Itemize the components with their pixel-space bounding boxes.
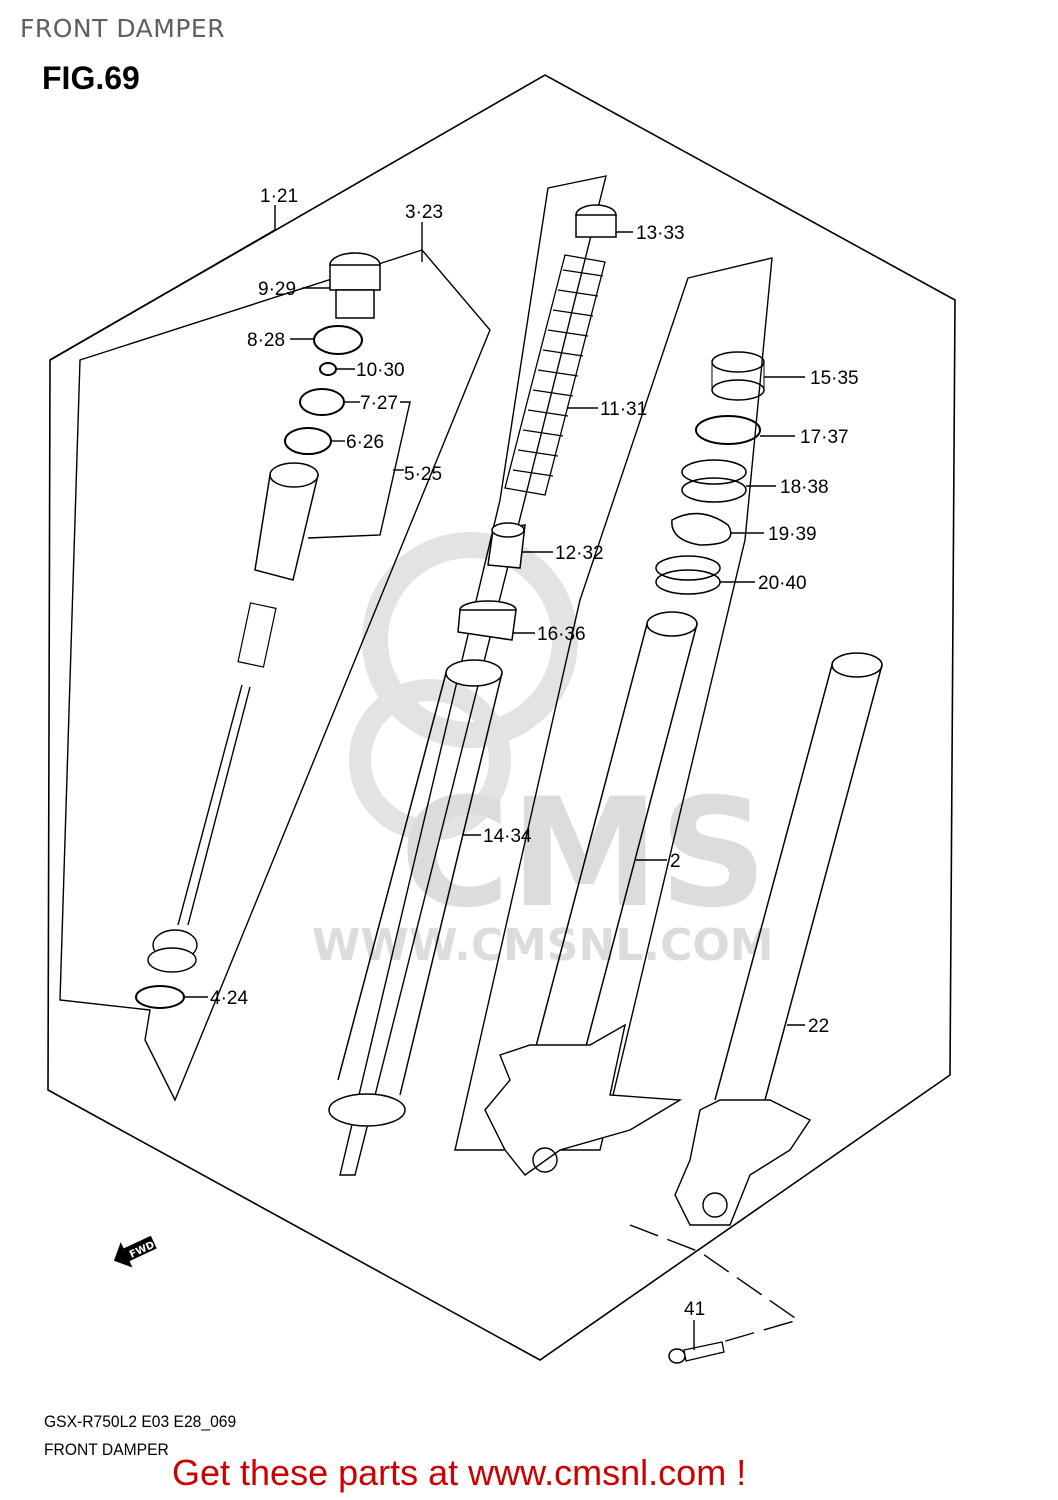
part-seal-ring-upper <box>299 388 345 416</box>
part-cylinder[interactable] <box>254 462 319 581</box>
part-slide-bushing-lower <box>457 600 517 641</box>
assembly-boundary <box>47 74 956 1361</box>
watermark-url: WWW.CMSNL.COM <box>312 920 774 971</box>
group-frame-outer-tube <box>454 257 773 1151</box>
callout-17-37[interactable]: 17·37 <box>800 427 849 448</box>
part-bolt <box>668 1341 725 1364</box>
part-seal-ring-lower <box>284 427 332 455</box>
callout-3-23[interactable]: 3·23 <box>405 202 443 223</box>
page-title: FRONT DAMPER <box>20 14 226 43</box>
figure-number: FIG.69 <box>42 60 140 96</box>
part-oil-seal <box>681 459 747 503</box>
fwd-arrow-icon: FWD <box>113 1235 157 1268</box>
part-upper-bushing <box>711 351 765 401</box>
part-fork-cap-bolt[interactable] <box>329 252 381 319</box>
leader-lines <box>184 205 805 1350</box>
part-inner-tube <box>328 659 503 1127</box>
callout-9-29[interactable]: 9·29 <box>258 279 296 300</box>
callout-4-24[interactable]: 4·24 <box>210 988 248 1009</box>
part-seal-washer <box>695 415 761 445</box>
group-frame-spring <box>339 175 607 1176</box>
part-stopper-ring <box>671 512 732 546</box>
callout-41[interactable]: 41 <box>684 1299 705 1320</box>
part-o-ring <box>313 325 363 355</box>
callout-22[interactable]: 22 <box>808 1016 829 1037</box>
part-rod-ring <box>135 985 185 1009</box>
callout-2[interactable]: 2 <box>670 851 681 872</box>
part-outer-tube-right <box>674 652 883 1226</box>
callout-5-25[interactable]: 5·25 <box>404 464 442 485</box>
callout-11-31[interactable]: 11·31 <box>600 399 647 420</box>
watermark: CMS WWW.CMSNL.COM <box>312 532 774 971</box>
part-spring-collar <box>575 204 617 238</box>
callout-18-38[interactable]: 18·38 <box>780 477 829 498</box>
callout-12-32[interactable]: 12·32 <box>555 543 604 564</box>
callout-13-33[interactable]: 13·33 <box>636 223 685 244</box>
section-name: FRONT DAMPER <box>44 1440 169 1459</box>
callout-15-35[interactable]: 15·35 <box>810 368 859 389</box>
parts-link[interactable]: Get these parts at www.cmsnl.com ! <box>172 1452 747 1493</box>
callout-8-28[interactable]: 8·28 <box>247 330 285 351</box>
part-fork-spring <box>504 254 606 496</box>
callout-1-21[interactable]: 1·21 <box>260 186 298 207</box>
group-frame-cartridge <box>59 249 491 1102</box>
callout-14-34[interactable]: 14·34 <box>483 826 532 847</box>
callout-19-39[interactable]: 19·39 <box>768 524 817 545</box>
part-outer-tube-left <box>484 611 698 1176</box>
callout-10-30[interactable]: 10·30 <box>356 360 405 381</box>
callout-7-27[interactable]: 7·27 <box>360 393 398 414</box>
callout-6-26[interactable]: 6·26 <box>346 432 384 453</box>
part-damper-rod <box>147 684 251 973</box>
watermark-logo: CMS <box>400 767 767 941</box>
part-small-spring <box>237 602 277 668</box>
part-spacer <box>487 522 526 569</box>
part-nut <box>319 362 337 376</box>
callout-16-36[interactable]: 16·36 <box>537 624 586 645</box>
callout-20-40[interactable]: 20·40 <box>758 573 807 594</box>
model-code: GSX-R750L2 E03 E28_069 <box>44 1412 237 1431</box>
bolt-leader-frame <box>629 1224 800 1346</box>
part-dust-seal <box>655 555 721 595</box>
group-frame-damper <box>49 229 276 361</box>
